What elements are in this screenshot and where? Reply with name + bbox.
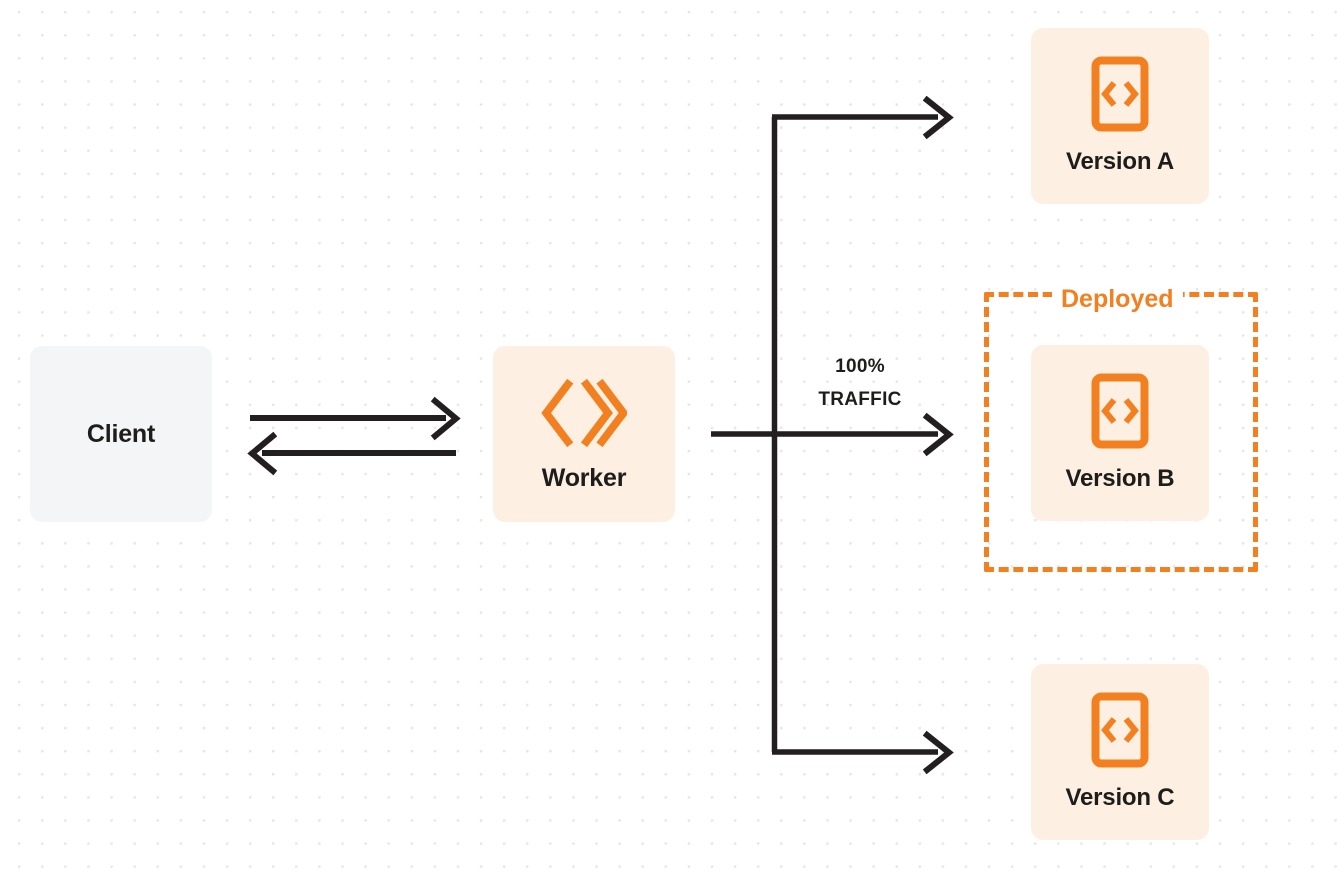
node-version-c[interactable]: Version C	[1031, 664, 1209, 840]
node-client-label: Client	[86, 419, 156, 448]
traffic-percent: 100%	[835, 356, 885, 377]
traffic-unit: TRAFFIC	[818, 389, 902, 410]
deployed-group-label: Deployed	[1052, 284, 1183, 314]
node-version-c-label: Version C	[1065, 784, 1175, 811]
node-version-a-label: Version A	[1065, 148, 1175, 175]
edge-worker-to-version-c	[772, 730, 954, 775]
code-brackets-icon	[1091, 692, 1149, 768]
code-brackets-icon	[1091, 373, 1149, 449]
node-client[interactable]: Client	[30, 346, 212, 522]
node-worker-label: Worker	[541, 463, 627, 492]
traffic-label: 100% TRAFFIC	[780, 350, 940, 416]
edge-worker-to-version-b	[711, 412, 954, 457]
cloudflare-workers-logo-icon	[541, 376, 627, 450]
code-brackets-icon	[1091, 56, 1149, 132]
node-worker[interactable]: Worker	[493, 346, 675, 522]
edge-worker-to-client	[247, 431, 456, 476]
node-version-a[interactable]: Version A	[1031, 28, 1209, 204]
node-version-b[interactable]: Version B	[1031, 345, 1209, 521]
edge-worker-to-version-a	[772, 95, 954, 140]
edge-client-to-worker	[250, 396, 461, 441]
node-version-b-label: Version B	[1065, 465, 1175, 492]
